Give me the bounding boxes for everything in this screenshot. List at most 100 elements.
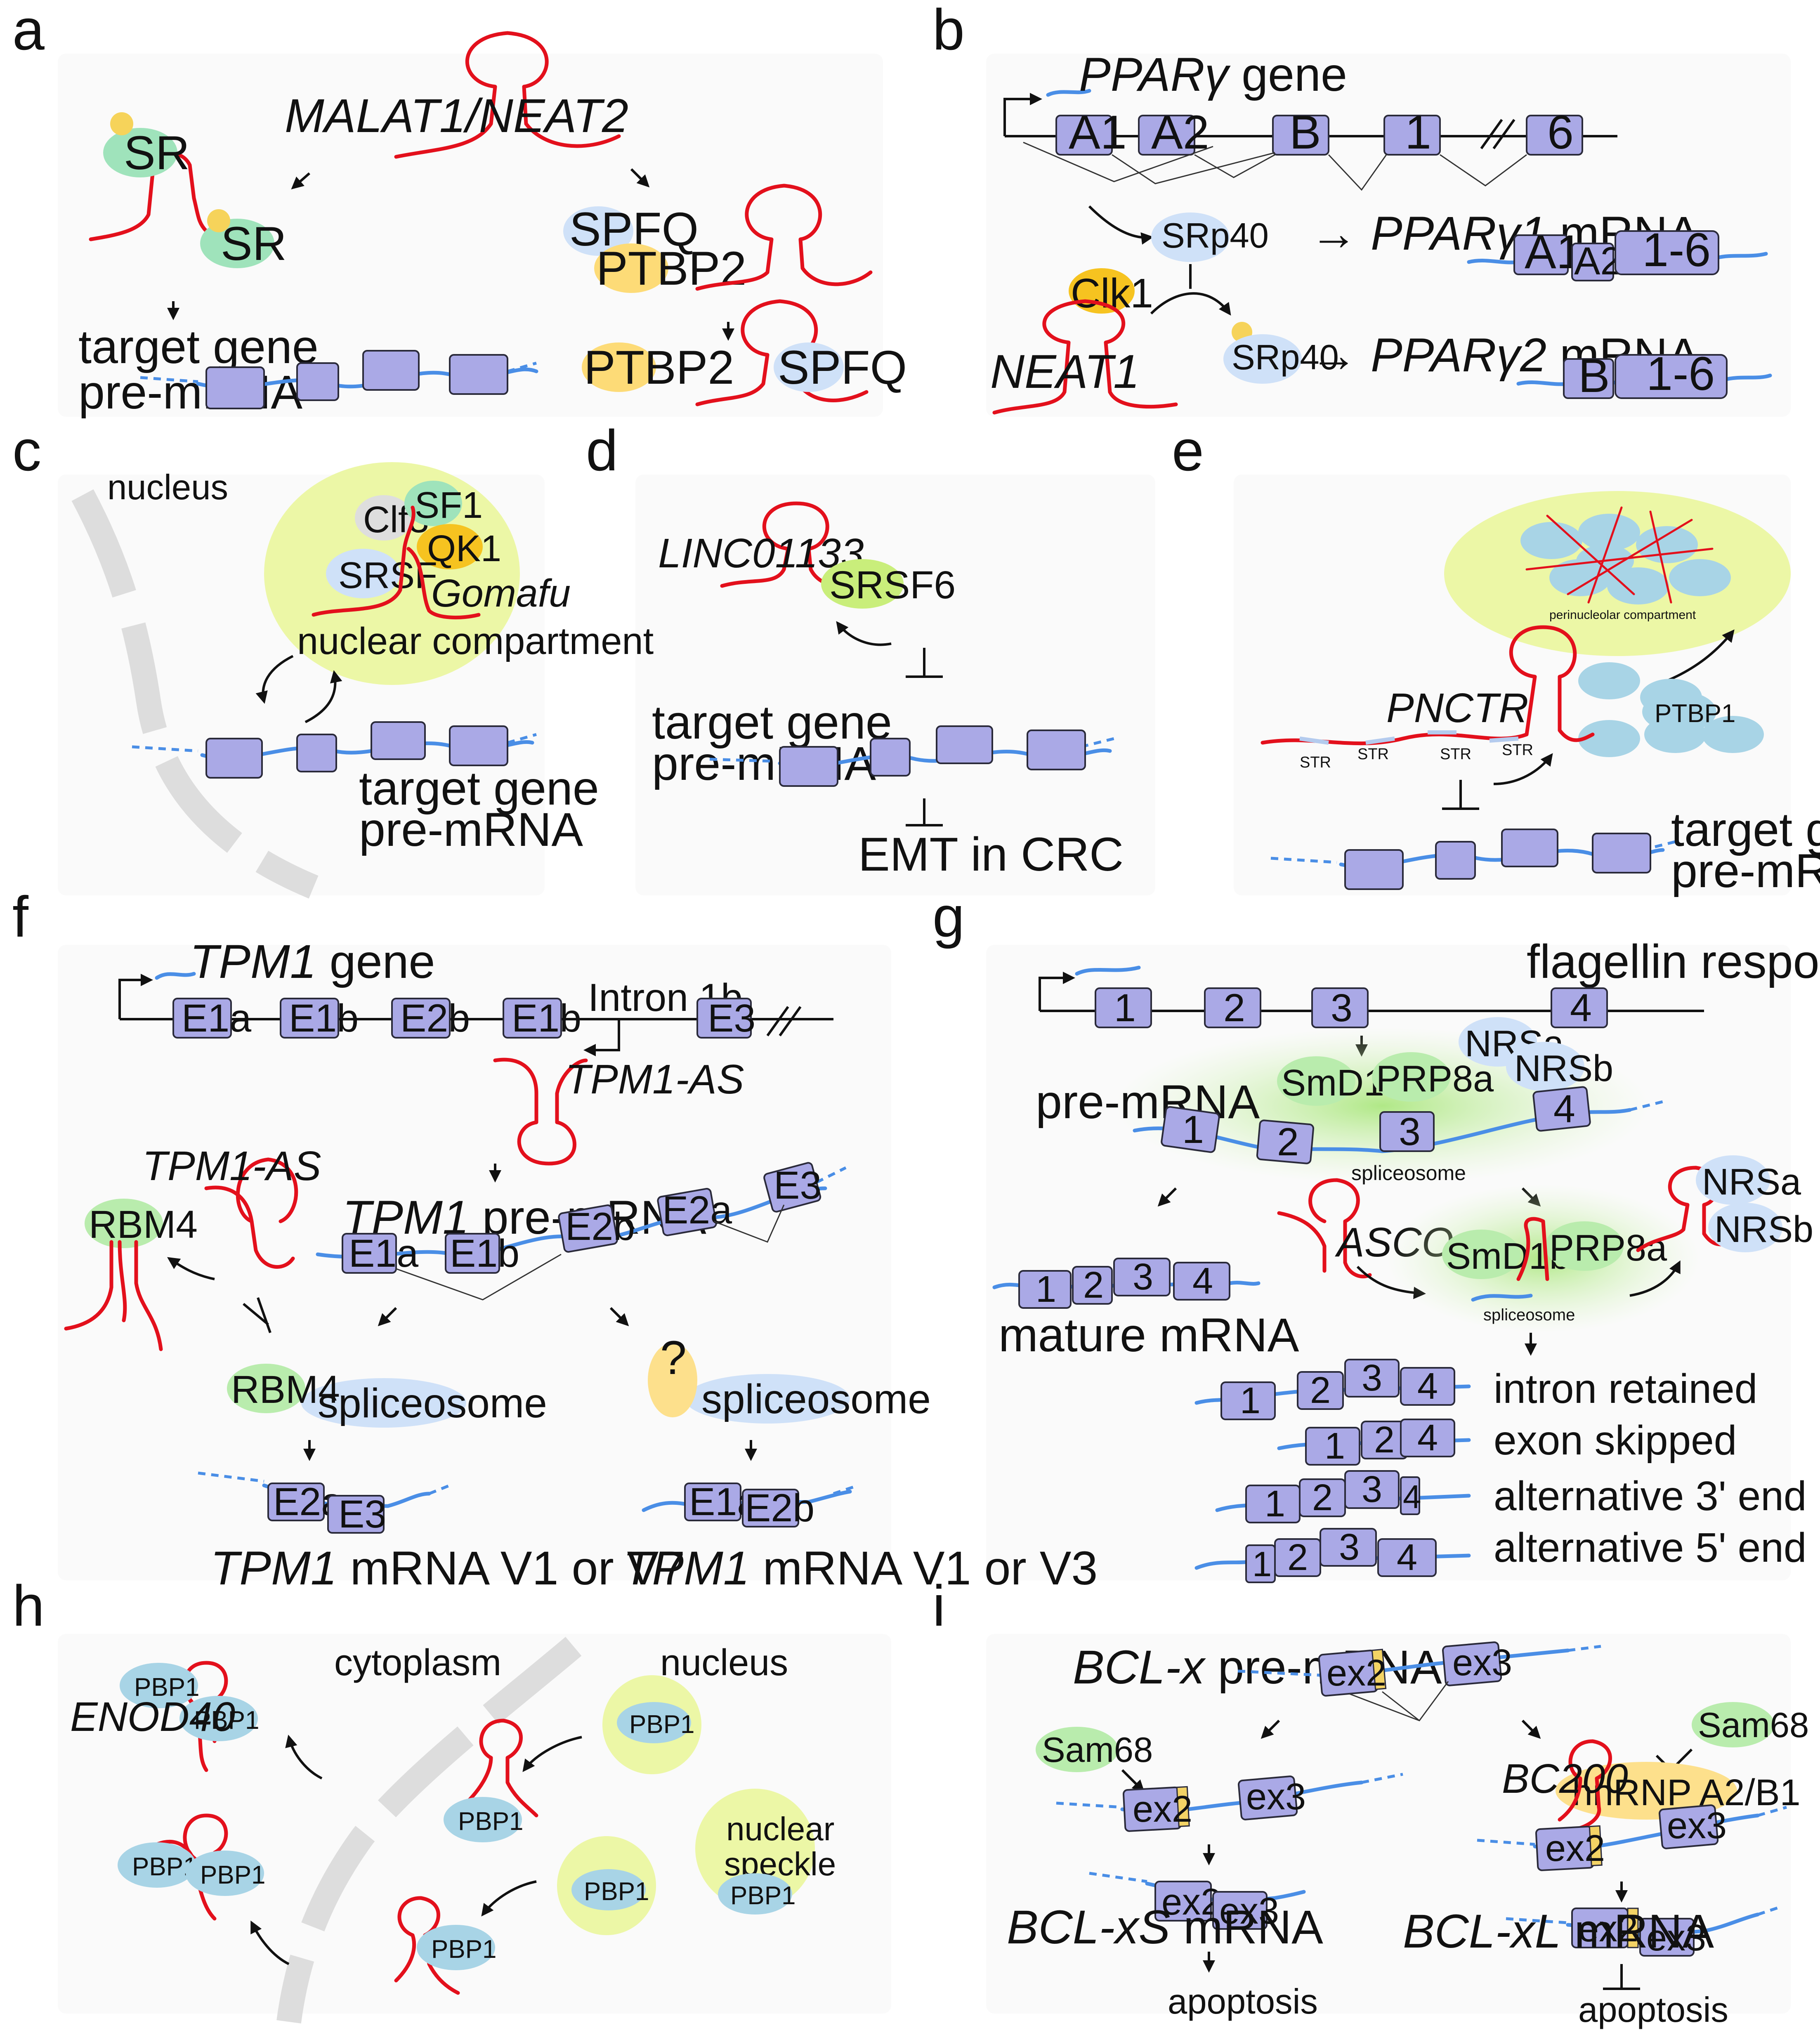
- bclx-pre-dashed-left: [1237, 1669, 1321, 1677]
- flagellin-title: flagellin responsive genes: [1527, 935, 1820, 988]
- exon-f-e1a: [172, 998, 232, 1039]
- break-f-1: [766, 1006, 789, 1036]
- malat1-label: MALAT1/NEAT2: [285, 90, 628, 142]
- out1-dashed-right: [428, 1484, 451, 1495]
- exon-g-4: [1551, 987, 1608, 1028]
- arrow-e-bind: [1493, 753, 1553, 785]
- splice-lines-f: [396, 1204, 785, 1301]
- nrsb-label-2: NRSb: [1714, 1209, 1813, 1250]
- tpm1-gene-label: TPM1 gene: [190, 935, 435, 988]
- apoptosis-label-1: apoptosis: [1168, 1982, 1318, 2021]
- panel-h: cytoplasm nucleus PBP1 PBP1 ENOD40 PBP1 …: [70, 1637, 836, 2023]
- mature-exon-1: [1018, 1270, 1072, 1309]
- pre-exon-g-1-label: 1: [1182, 1108, 1204, 1152]
- outcome4-exon-3-label: 3: [1339, 1527, 1360, 1568]
- outcome3-exon-3: [1344, 1470, 1400, 1509]
- tss-arrow-f: [118, 974, 153, 1019]
- exon-d-2: [870, 738, 911, 777]
- smd1b-protein-1: [1277, 1056, 1355, 1106]
- exon-b-a1-label: A1: [1069, 106, 1127, 159]
- prp8a-label-1: PRP8a: [1376, 1058, 1494, 1100]
- arrow-f-left: [378, 1307, 397, 1327]
- arrow-h-4: [481, 1880, 537, 1917]
- unknown-factor: [648, 1343, 697, 1417]
- inhibit-d-2: [906, 798, 943, 826]
- panel-label-b: b: [932, 0, 965, 62]
- out1-exon-e3-label: E3: [338, 1492, 386, 1536]
- pbp1-rna-1: [464, 1719, 538, 1818]
- rbm4-label-1: RBM4: [89, 1203, 198, 1246]
- target-gene-e: target gene: [1671, 803, 1820, 856]
- exon-e-1: [1344, 849, 1404, 890]
- malat1-rna: [394, 31, 621, 159]
- prp8a-protein-2: [1545, 1221, 1624, 1271]
- target-gene-a: target gene: [78, 321, 319, 373]
- pre-exon-g-3: [1379, 1111, 1435, 1152]
- sam68-protein-1: [1036, 1727, 1118, 1772]
- panel-e: perinucleolar compartment PTBP1 PNCTR ST…: [1261, 491, 1820, 897]
- spliceosome-label-g-1: spliceosome: [1351, 1162, 1466, 1185]
- exon-c-2: [296, 734, 337, 772]
- target-gene-c: target gene: [359, 762, 599, 815]
- enod40-label: ENOD40: [70, 1694, 235, 1740]
- pparg1-exon-a2-label: A2: [1574, 239, 1622, 283]
- nrsa-protein-2: [1696, 1155, 1770, 1205]
- spliceosome-label-f-2: spliceosome: [701, 1376, 931, 1422]
- srp40-label-2: SRp40: [1232, 338, 1339, 377]
- outcome1-exon-1: [1220, 1381, 1276, 1420]
- break-b-2: [1492, 119, 1515, 149]
- str-label-1: STR: [1300, 754, 1331, 771]
- arrow-c-in: [305, 670, 342, 723]
- outcome2-exon-1: [1305, 1427, 1360, 1466]
- exon-f-e2b-label: E2b: [400, 996, 470, 1040]
- ptbp1-label: PTBP1: [1655, 699, 1735, 728]
- out2-mrna-label: TPM1 mRNA V1 or V3: [623, 1542, 1098, 1595]
- mature-exon-1-label: 1: [1036, 1269, 1056, 1310]
- panel-a-bg: [58, 54, 883, 417]
- nrsb-protein-1: [1506, 1042, 1584, 1091]
- exon-g-1-label: 1: [1114, 986, 1136, 1030]
- exon-f-e3-label: E3: [708, 996, 755, 1040]
- exon-g-4-label: 4: [1570, 986, 1592, 1030]
- ptbp2-label-2: PTBP2: [584, 341, 734, 394]
- asco-bound-rna: [1516, 1217, 1549, 1281]
- pre-exon-f-e1b: [445, 1233, 500, 1274]
- xl-mrna-dashed-right: [1757, 1905, 1783, 1916]
- xl-mrna-dashed-left: [1506, 1917, 1568, 1924]
- emt-label: EMT in CRC: [858, 828, 1124, 881]
- tss-arrow-g: [1039, 972, 1075, 1011]
- outcome3-exon-2-label: 2: [1312, 1477, 1333, 1518]
- nrsb-protein-2: [1708, 1203, 1782, 1252]
- str-label-3: STR: [1440, 746, 1471, 763]
- out2-dashed-right: [833, 1484, 859, 1495]
- pbp1-label-7: PBP1: [584, 1877, 649, 1906]
- arrow-c-out: [255, 655, 294, 704]
- mature-exon-3: [1113, 1258, 1171, 1296]
- pre-exon-f-e3: [763, 1162, 821, 1213]
- pparg1-exon-a1: [1513, 234, 1569, 275]
- outcome1-exon-2-label: 2: [1310, 1370, 1331, 1411]
- neat1-rna: [992, 299, 1178, 415]
- spliceosome-label-f-1: spliceosome: [318, 1380, 547, 1426]
- inhibit-f: [243, 1297, 271, 1333]
- outcome4-exon-4-label: 4: [1397, 1537, 1417, 1578]
- xl-mrna-ex3-label: ex3: [1646, 1917, 1706, 1959]
- xs-pre-ex3-label: ex3: [1246, 1776, 1306, 1818]
- rbm4-label-2: RBM4: [231, 1368, 340, 1412]
- pparg1-exon-16-label: 1-6: [1642, 224, 1711, 276]
- pre-mrna-c-dashed-right: [507, 733, 537, 744]
- xl-mrna-ex2-extension: [1627, 1908, 1639, 1948]
- exon-f-e1b-label: E1b: [289, 996, 359, 1040]
- pbp1-label-4: PBP1: [200, 1861, 266, 1889]
- arrow-e-up: [1666, 629, 1735, 682]
- arrow-b-srp40: [1088, 205, 1154, 245]
- exon-e-2: [1435, 841, 1476, 880]
- arrow-i-sam68: [1121, 1769, 1145, 1793]
- sr-protein-1: [103, 128, 177, 177]
- pre-exon-f-e2a: [657, 1188, 717, 1236]
- tss-arrow-b: [1003, 93, 1042, 136]
- xs-mrna-ex3: [1212, 1891, 1268, 1930]
- pbp1-rna-2: [394, 1896, 460, 1995]
- break-b-1: [1480, 119, 1503, 149]
- pre-mrna-c: pre-mRNA: [359, 803, 583, 856]
